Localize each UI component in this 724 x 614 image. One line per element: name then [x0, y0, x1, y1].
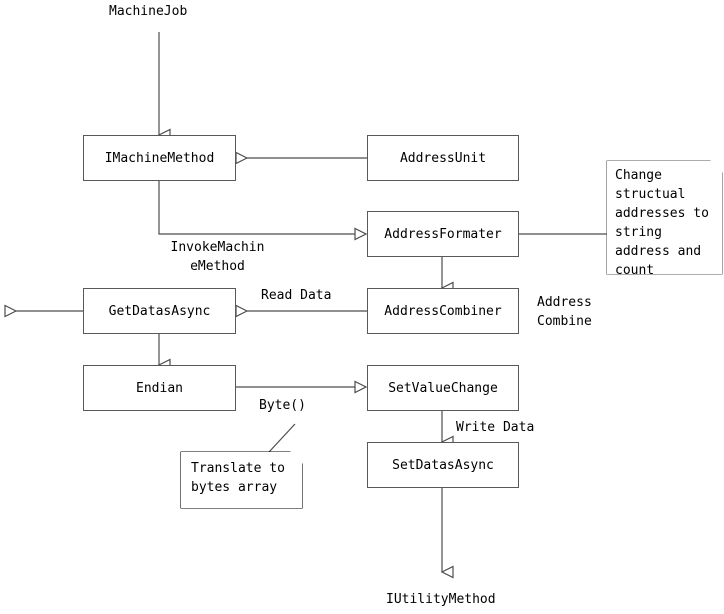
node-setvaluechange-label: SetValueChange [388, 380, 498, 396]
node-addressunit[interactable]: AddressUnit [367, 135, 519, 181]
node-addresscombiner-label: AddressCombiner [384, 303, 502, 319]
node-endian-label: Endian [136, 380, 183, 396]
node-addressformater[interactable]: AddressFormater [367, 211, 519, 257]
label-writedata: Write Data [456, 420, 535, 435]
label-byte: Byte() [259, 398, 306, 413]
connector-note-translate-leader [268, 423, 296, 453]
label-iutilitymethod: IUtilityMethod [386, 592, 496, 607]
node-imachinemethod[interactable]: IMachineMethod [83, 135, 236, 181]
label-invokemachinemethod: InvokeMachin eMethod [170, 240, 265, 274]
node-addressunit-label: AddressUnit [399, 150, 487, 166]
node-setvaluechange[interactable]: SetValueChange [367, 365, 519, 411]
node-getdatasasync-label: GetDatasAsync [108, 303, 211, 319]
node-imachinemethod-label: IMachineMethod [104, 150, 215, 166]
node-setdatasasync[interactable]: SetDatasAsync [367, 442, 519, 488]
label-machinejob: MachineJob [109, 4, 188, 19]
note-translate-text: Translate to bytes array [191, 461, 285, 495]
node-addressformater-label: AddressFormater [384, 226, 502, 242]
note-address-text: Change structual addresses to string add… [615, 168, 709, 278]
note-address[interactable]: Change structual addresses to string add… [607, 161, 722, 278]
note-translate[interactable]: Translate to bytes array [181, 452, 302, 508]
node-setdatasasync-label: SetDatasAsync [392, 457, 494, 473]
connector-imachinemethod-to-addressformater [158, 181, 368, 241]
node-endian[interactable]: Endian [83, 365, 236, 411]
node-getdatasasync[interactable]: GetDatasAsync [83, 288, 236, 334]
label-readdata: Read Data [261, 288, 332, 303]
label-addresscombine: Address Combine [537, 295, 592, 329]
node-addresscombiner[interactable]: AddressCombiner [367, 288, 519, 334]
